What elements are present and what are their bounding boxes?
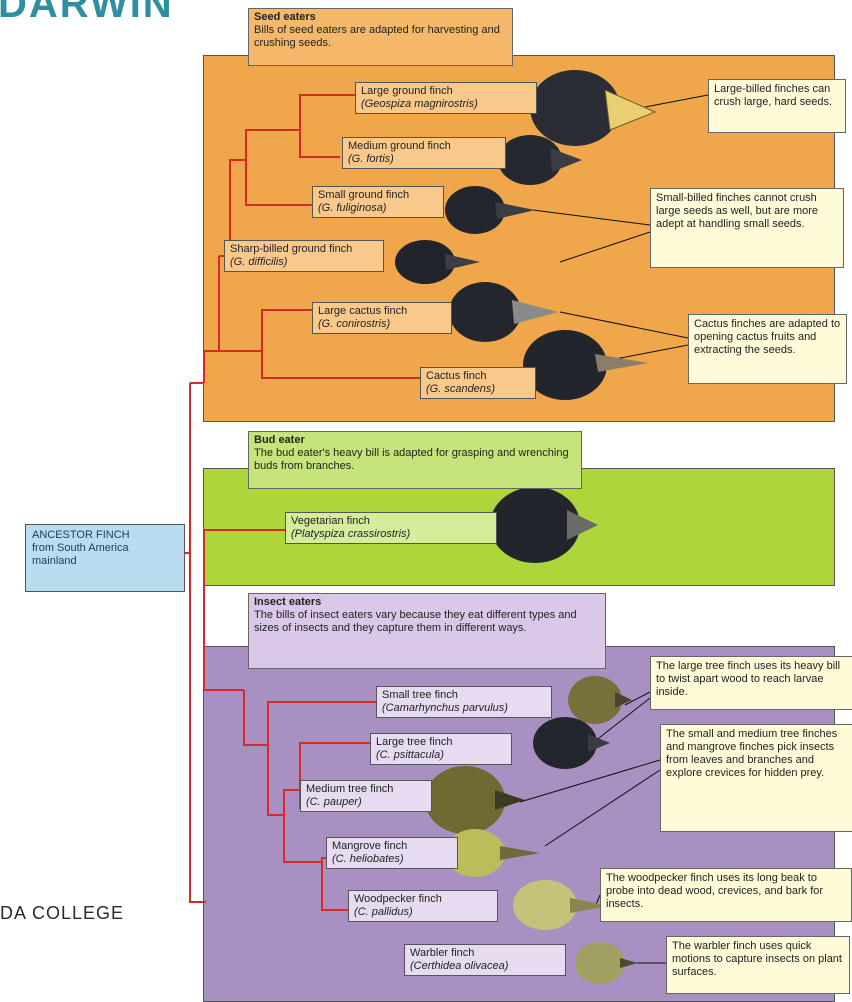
note-small-billed: Small-billed finches cannot crush large …	[650, 188, 844, 268]
note-woodpecker-finch: The woodpecker finch uses its long beak …	[600, 868, 852, 922]
ancestor-line-3: mainland	[32, 555, 77, 567]
finch-scientific-name: (C. psittacula)	[376, 749, 444, 761]
bud-eater-title: Bud eater	[254, 434, 305, 446]
finch-scientific-name: (G. difficilis)	[230, 256, 288, 268]
woodpecker-finch-icon	[513, 880, 610, 930]
mangrove-finch-icon	[445, 829, 540, 877]
page-title: DARWIN	[0, 0, 174, 26]
finch-label-small-tree: Small tree finch (Camarhynchus parvulus)	[376, 686, 552, 718]
finch-name: Medium ground finch	[348, 140, 451, 152]
warbler-finch-icon	[575, 942, 638, 984]
bud-eater-desc: The bud eater's heavy bill is adapted fo…	[254, 447, 569, 472]
finch-scientific-name: (Certhidea olivacea)	[410, 960, 509, 972]
small-ground-finch-icon	[445, 186, 535, 234]
seed-eaters-header: Seed eaters Bills of seed eaters are ada…	[248, 8, 513, 66]
finch-name: Mangrove finch	[332, 840, 408, 852]
finch-scientific-name: (G. scandens)	[426, 383, 496, 395]
finch-name: Small tree finch	[382, 689, 458, 701]
finch-scientific-name: (Camarhynchus parvulus)	[382, 702, 508, 714]
finch-label-small-ground: Small ground finch (G. fuliginosa)	[312, 186, 444, 218]
finch-label-woodpecker: Woodpecker finch (C. pallidus)	[348, 890, 498, 922]
note-warbler-finch: The warbler finch uses quick motions to …	[666, 936, 850, 994]
note-cactus-finches: Cactus finches are adapted to opening ca…	[688, 314, 847, 384]
finch-scientific-name: (C. heliobates)	[332, 853, 404, 865]
large-cactus-finch-icon	[449, 282, 558, 342]
large-ground-finch-icon	[530, 70, 657, 146]
finch-label-sharp-billed-ground: Sharp-billed ground finch (G. difficilis…	[224, 240, 384, 272]
note-large-tree-finch: The large tree finch uses its heavy bill…	[650, 656, 852, 710]
ancestor-finch-box: ANCESTOR FINCH from South America mainla…	[25, 524, 185, 592]
medium-ground-finch-icon	[498, 135, 582, 185]
insect-eaters-desc: The bills of insect eaters vary because …	[254, 609, 577, 634]
finch-scientific-name: (Geospiza magnirostris)	[361, 98, 478, 110]
finch-label-large-cactus: Large cactus finch (G. conirostris)	[312, 302, 452, 334]
finch-scientific-name: (Platyspiza crassirostris)	[291, 528, 411, 540]
note-connector-lines	[519, 94, 709, 964]
finch-scientific-name: (G. conirostris)	[318, 318, 391, 330]
insect-eaters-title: Insect eaters	[254, 596, 322, 608]
large-tree-finch-icon	[533, 717, 610, 769]
note-small-medium-tree-finches: The small and medium tree finches and ma…	[660, 724, 852, 832]
finch-name: Cactus finch	[426, 370, 487, 382]
finch-name: Large ground finch	[361, 85, 453, 97]
small-tree-finch-icon	[568, 676, 632, 724]
insect-eaters-header: Insect eaters The bills of insect eaters…	[248, 593, 606, 669]
finch-scientific-name: (G. fortis)	[348, 153, 394, 165]
finch-name: Woodpecker finch	[354, 893, 442, 905]
college-name: DA COLLEGE	[0, 903, 125, 923]
medium-tree-finch-icon	[425, 766, 525, 834]
vegetarian-finch-icon	[490, 487, 598, 563]
finch-label-large-tree: Large tree finch (C. psittacula)	[370, 733, 512, 765]
finch-scientific-name: (G. fuliginosa)	[318, 202, 387, 214]
note-large-billed: Large-billed finches can crush large, ha…	[708, 79, 846, 133]
finch-name: Medium tree finch	[306, 783, 394, 795]
finch-label-vegetarian: Vegetarian finch (Platyspiza crassirostr…	[285, 512, 497, 544]
finch-label-mangrove: Mangrove finch (C. heliobates)	[326, 837, 458, 869]
finch-label-medium-tree: Medium tree finch (C. pauper)	[300, 780, 432, 812]
sharp-billed-ground-finch-icon	[395, 240, 480, 284]
finch-scientific-name: (C. pauper)	[306, 796, 362, 808]
seed-eaters-desc: Bills of seed eaters are adapted for har…	[254, 24, 500, 49]
finch-label-medium-ground: Medium ground finch (G. fortis)	[342, 137, 506, 169]
finch-name: Large tree finch	[376, 736, 453, 748]
finch-scientific-name: (C. pallidus)	[354, 906, 413, 918]
finch-name: Small ground finch	[318, 189, 410, 201]
finch-name: Vegetarian finch	[291, 515, 370, 527]
bud-eater-header: Bud eater The bud eater's heavy bill is …	[248, 431, 582, 489]
cactus-finch-icon	[523, 330, 648, 400]
finch-name: Large cactus finch	[318, 305, 408, 317]
ancestor-line-2: from South America	[32, 542, 129, 554]
finch-name: Sharp-billed ground finch	[230, 243, 353, 255]
finch-label-large-ground: Large ground finch (Geospiza magnirostri…	[355, 82, 537, 114]
ancestor-line-1: ANCESTOR FINCH	[32, 529, 130, 541]
seed-eaters-title: Seed eaters	[254, 11, 316, 23]
finch-name: Warbler finch	[410, 947, 475, 959]
finch-label-cactus: Cactus finch (G. scandens)	[420, 367, 536, 399]
finch-label-warbler: Warbler finch (Certhidea olivacea)	[404, 944, 566, 976]
